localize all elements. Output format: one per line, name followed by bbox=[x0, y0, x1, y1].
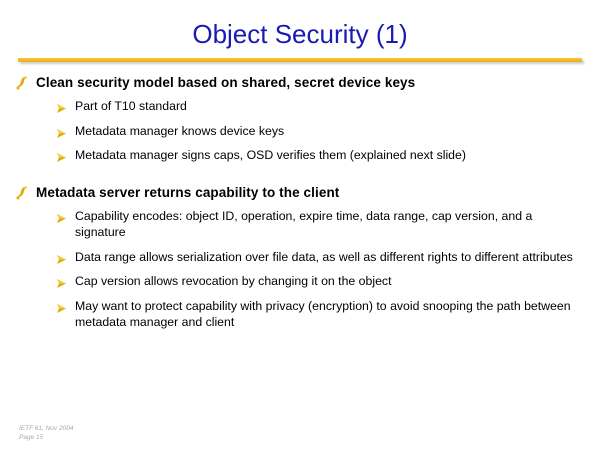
list-item-label: Metadata manager knows device keys bbox=[75, 123, 285, 138]
slide-footer: IETF 61, Nov 2004 Page 15 bbox=[19, 424, 73, 442]
arrow-bullet-icon bbox=[56, 252, 67, 264]
list-item-label: Part of T10 standard bbox=[75, 99, 187, 113]
title-block: Object Security (1) bbox=[0, 18, 600, 50]
list-item: Cap version allows revocation by changin… bbox=[0, 273, 600, 290]
section-heading: Clean security model based on shared, se… bbox=[0, 74, 600, 92]
arrow-bullet-icon bbox=[56, 211, 67, 223]
list-item: Data range allows serialization over fil… bbox=[0, 249, 600, 266]
footer-page-number: Page 15 bbox=[19, 434, 44, 441]
list-item: Capability encodes: object ID, operation… bbox=[0, 208, 600, 241]
arrow-bullet-icon bbox=[56, 101, 67, 113]
list-item: May want to protect capability with priv… bbox=[0, 298, 600, 331]
swoosh-bullet-icon bbox=[14, 75, 30, 92]
title-divider bbox=[18, 58, 582, 62]
arrow-bullet-icon bbox=[56, 126, 67, 138]
arrow-bullet-icon bbox=[56, 276, 67, 288]
section-spacer bbox=[0, 172, 600, 184]
section-heading: Metadata server returns capability to th… bbox=[0, 184, 600, 202]
page-title: Object Security (1) bbox=[192, 19, 408, 49]
swoosh-bullet-icon bbox=[14, 185, 30, 202]
list-item-label: Cap version allows revocation by changin… bbox=[75, 274, 392, 288]
title-divider-fill bbox=[18, 58, 582, 62]
list-item: Metadata manager knows device keys bbox=[0, 123, 600, 140]
arrow-bullet-icon bbox=[56, 301, 67, 313]
footer-conference: IETF 61, Nov 2004 bbox=[19, 425, 74, 432]
list-item: Part of T10 standard bbox=[0, 98, 600, 115]
slide-body: Clean security model based on shared, se… bbox=[0, 74, 600, 339]
section-heading-label: Metadata server returns capability to th… bbox=[36, 184, 340, 200]
bullet-group: Capability encodes: object ID, operation… bbox=[0, 208, 600, 331]
list-item: Metadata manager signs caps, OSD verifie… bbox=[0, 147, 600, 164]
list-item-label: Capability encodes: object ID, operation… bbox=[75, 208, 533, 240]
list-item-label: Metadata manager signs caps, OSD verifie… bbox=[75, 148, 466, 162]
list-item-label: Data range allows serialization over fil… bbox=[75, 249, 573, 264]
section-heading-label: Clean security model based on shared, se… bbox=[36, 75, 416, 90]
bullet-group: Part of T10 standard Metadata manager kn… bbox=[0, 98, 600, 164]
list-item-label: May want to protect capability with priv… bbox=[75, 298, 571, 330]
arrow-bullet-icon bbox=[56, 150, 67, 162]
